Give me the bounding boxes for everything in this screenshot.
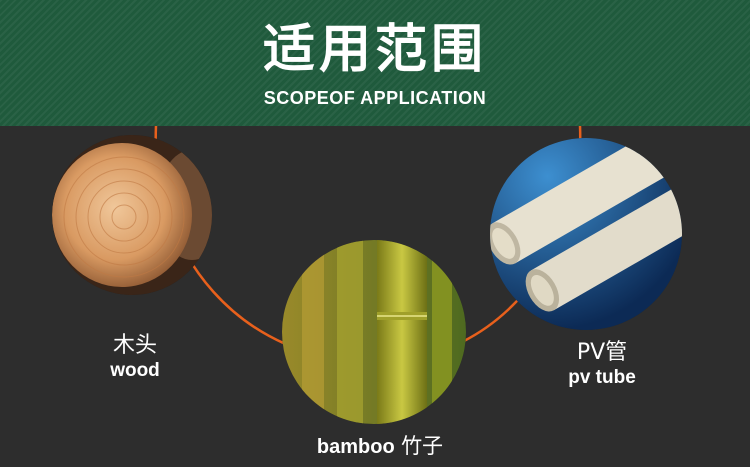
- bamboo-label-en: bamboo: [316, 436, 395, 458]
- page-title: 适用范围: [262, 20, 487, 80]
- wood-label-en: wood: [110, 360, 160, 381]
- pvc-pipe-label-en: pv tube: [568, 367, 636, 388]
- wood-label: 木头 wood: [95, 333, 175, 383]
- bamboo-label: bamboo 竹子: [250, 433, 510, 459]
- pvc-pipe-label: PV管 pv tube: [547, 340, 657, 390]
- pvc-pipe-image: [490, 138, 682, 330]
- bamboo-label-cn: 竹子: [401, 434, 444, 458]
- page-subtitle: SCOPEOF APPLICATION: [263, 88, 487, 108]
- wood-label-cn: 木头: [112, 333, 157, 358]
- header-banner: 适用范围 SCOPEOF APPLICATION: [0, 0, 750, 126]
- bamboo-image: [282, 240, 466, 424]
- pvc-pipe-label-cn: PV管: [576, 340, 628, 365]
- wood-image: [52, 135, 212, 295]
